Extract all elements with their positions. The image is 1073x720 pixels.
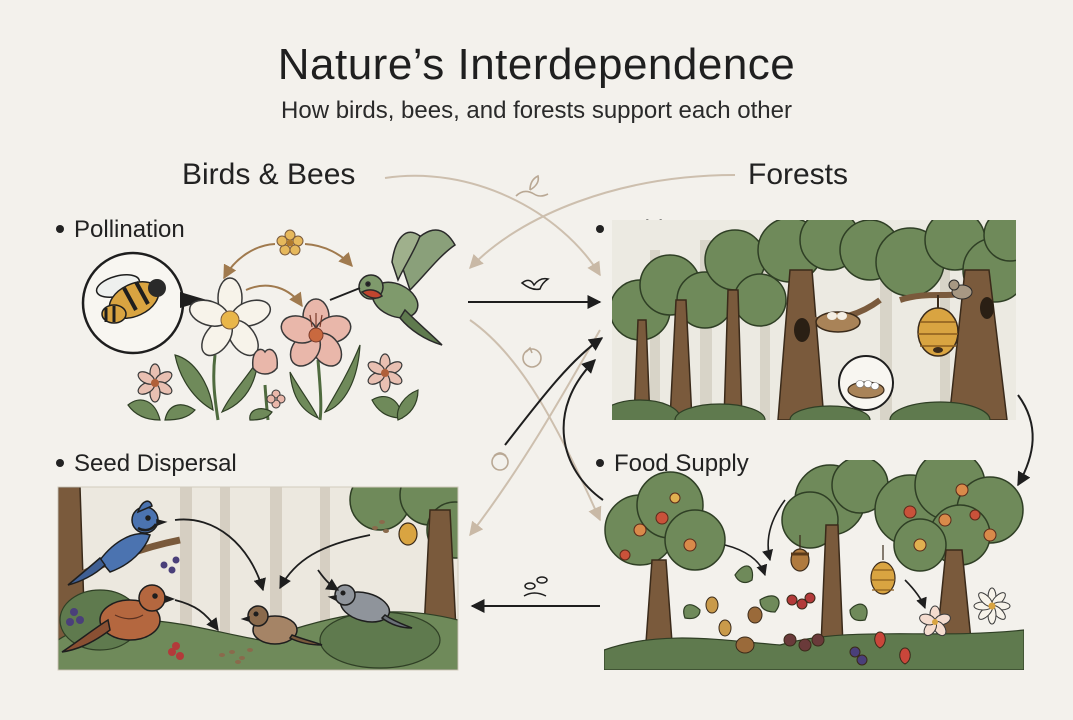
bird-icon: [948, 279, 973, 300]
page-title: Nature’s Interdependence: [277, 40, 796, 89]
food-supply-scene: [604, 460, 1024, 670]
beehive-icon: [398, 522, 418, 546]
recycle-icon: [522, 346, 542, 368]
flow-arrows: [468, 295, 1034, 613]
section-label-seed-dispersal: Seed Dispersal: [56, 450, 237, 478]
grey-bird-icon: [327, 584, 413, 629]
flower-icon: [276, 229, 304, 256]
page-subtitle: How birds, bees, and forests support eac…: [281, 97, 792, 124]
bee-icon: [81, 251, 207, 355]
acorn-icon: [790, 535, 810, 572]
beehive-icon: [917, 295, 959, 357]
sparrow-bird-icon: [61, 584, 176, 653]
blue-jay-bird-icon: [67, 500, 168, 586]
pollination-scene: [81, 229, 456, 421]
section-label-pollination: Pollination: [56, 216, 185, 244]
habitat-scene: [612, 220, 1016, 420]
seed-icon: [523, 576, 548, 597]
nest-inset-icon: [838, 355, 894, 411]
beehive-icon: [870, 545, 896, 595]
hummingbird-icon: [329, 229, 456, 346]
bird-icon: [520, 277, 550, 291]
acorn-icon: [491, 452, 509, 471]
section-label-food-supply: Food Supply: [596, 450, 749, 478]
nest-icon: [815, 311, 861, 333]
column-heading-birds-bees: Birds & Bees: [182, 158, 356, 191]
crossing-connector-arrows: [384, 174, 736, 537]
column-heading-forests: Forests: [748, 158, 849, 191]
sparrow-bird-icon: [240, 605, 323, 646]
hand-sprout-icon: [515, 174, 549, 197]
seed-dispersal-scene: [58, 487, 458, 670]
